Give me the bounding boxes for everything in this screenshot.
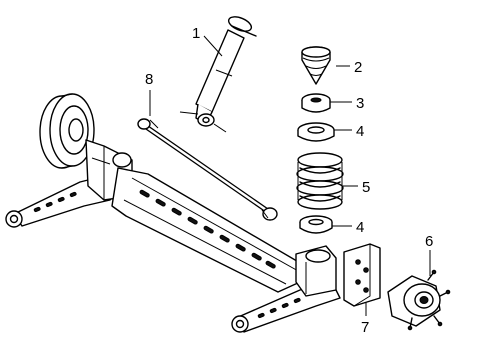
leader-lines bbox=[149, 35, 431, 316]
axle-beam bbox=[111, 167, 303, 293]
wheel-hub bbox=[387, 269, 451, 331]
shock-absorber bbox=[179, 16, 257, 133]
callout-3: 3 bbox=[356, 95, 364, 112]
callout-2: 2 bbox=[354, 59, 362, 76]
callout-6: 6 bbox=[425, 233, 433, 250]
track-bar bbox=[137, 118, 278, 221]
spring-insulator-upper bbox=[297, 122, 335, 142]
callout-4-lower: 4 bbox=[356, 219, 364, 236]
callout-7: 7 bbox=[361, 319, 369, 336]
insulator bbox=[301, 93, 331, 113]
bump-stop bbox=[301, 46, 331, 85]
axle-end-right bbox=[295, 245, 337, 297]
spring-insulator-lower bbox=[299, 215, 333, 234]
callout-8: 8 bbox=[145, 71, 153, 88]
mounting-bracket bbox=[343, 243, 381, 307]
coil-spring bbox=[296, 152, 344, 210]
callout-5: 5 bbox=[362, 179, 370, 196]
callout-4-upper: 4 bbox=[356, 123, 364, 140]
brake-drum bbox=[39, 93, 95, 169]
callout-1: 1 bbox=[192, 25, 200, 42]
